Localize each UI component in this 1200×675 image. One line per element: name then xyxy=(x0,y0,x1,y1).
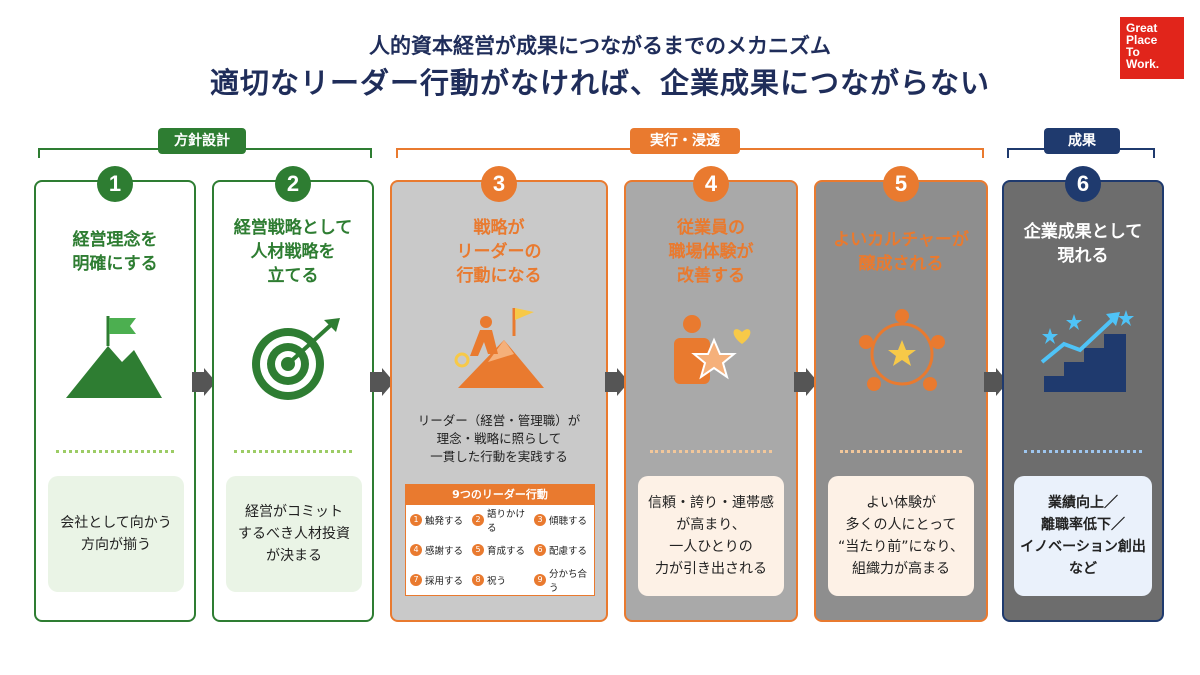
group-label-results: 成果 xyxy=(1044,128,1120,154)
step-heading-6: 企業成果として 現れる xyxy=(1023,222,1143,266)
page-title: 適切なリーダー行動がなければ、企業成果につながらない xyxy=(209,66,990,100)
step-number-3: 3 xyxy=(481,166,517,202)
step-number-5: 5 xyxy=(883,166,919,202)
step-number-4: 4 xyxy=(693,166,729,202)
subtitle: 人的資本経営が成果につながるまでのメカニズム xyxy=(369,34,831,58)
step-number-1: 1 xyxy=(97,166,133,202)
divider xyxy=(840,450,962,453)
people-network-icon xyxy=(859,309,945,391)
group-label-execution: 実行・浸透 xyxy=(630,128,740,154)
arrow-right-icon xyxy=(794,368,818,396)
step-result-6: 業績向上／ 離職率低下／ イノベーション創出 など xyxy=(1014,476,1152,596)
target-arrow-icon xyxy=(252,318,340,400)
step-number-6: 6 xyxy=(1065,166,1101,202)
step-result-5: よい体験が 多くの人にとって “当たり前”になり、 組織力が高まる xyxy=(828,476,974,596)
employee-star-heart-icon xyxy=(674,315,751,384)
divider xyxy=(1024,450,1142,453)
step-number-2: 2 xyxy=(275,166,311,202)
arrow-right-icon xyxy=(192,368,216,396)
leader-actions-title: 9つのリーダー行動 xyxy=(406,485,594,505)
group-label-policy: 方針設計 xyxy=(158,128,246,154)
step-result-4: 信頼・誇り・連帯感 が高まり、 一人ひとりの 力が引き出される xyxy=(638,476,784,596)
divider xyxy=(650,450,772,453)
step-heading-5: よいカルチャーが 醸成される xyxy=(833,230,969,274)
step-description-3: リーダー（経営・管理職）が 理念・戦略に照らして 一貫した行動を実践する xyxy=(417,413,581,464)
step-heading-3: 戦略が リーダーの 行動になる xyxy=(456,218,542,286)
growth-stairs-icon xyxy=(1040,310,1134,392)
leader-climbing-icon xyxy=(454,308,544,388)
arrow-right-icon xyxy=(605,368,629,396)
divider xyxy=(234,450,352,453)
divider xyxy=(56,450,174,453)
arrow-right-icon xyxy=(370,368,394,396)
step-heading-2: 経営戦略として 人材戦略を 立てる xyxy=(233,218,353,286)
step-heading-1: 経営理念を 明確にする xyxy=(72,230,158,274)
mountain-flag-icon xyxy=(66,316,162,398)
step-heading-4: 従業員の 職場体験が 改善する xyxy=(668,218,754,286)
step-result-2: 経営がコミット するべき人材投資 が決まる xyxy=(226,476,362,592)
step-result-1: 会社として向かう 方向が揃う xyxy=(48,476,184,592)
